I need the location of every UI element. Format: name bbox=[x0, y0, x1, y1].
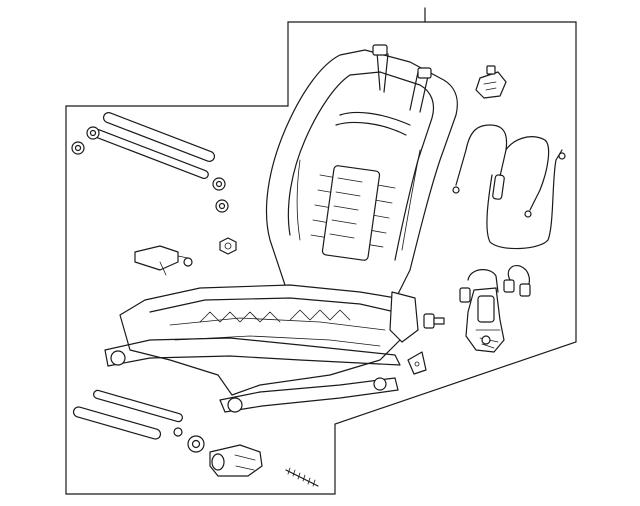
torsion-rod-upper bbox=[93, 112, 216, 180]
drive-screw bbox=[285, 467, 319, 487]
recliner-cables bbox=[452, 124, 566, 250]
small-bracket bbox=[407, 351, 427, 375]
torsion-rod-lower bbox=[72, 389, 183, 440]
mounting-bolt bbox=[423, 313, 445, 329]
wire-connector bbox=[134, 245, 193, 276]
harness-loop bbox=[503, 265, 531, 297]
hex-nut bbox=[219, 237, 237, 255]
recliner-motor bbox=[459, 269, 505, 353]
bushing bbox=[187, 435, 205, 453]
seat-frame bbox=[104, 44, 458, 413]
slide-motor bbox=[209, 444, 263, 477]
harness-clip bbox=[475, 65, 507, 99]
washers-upper bbox=[71, 126, 229, 213]
